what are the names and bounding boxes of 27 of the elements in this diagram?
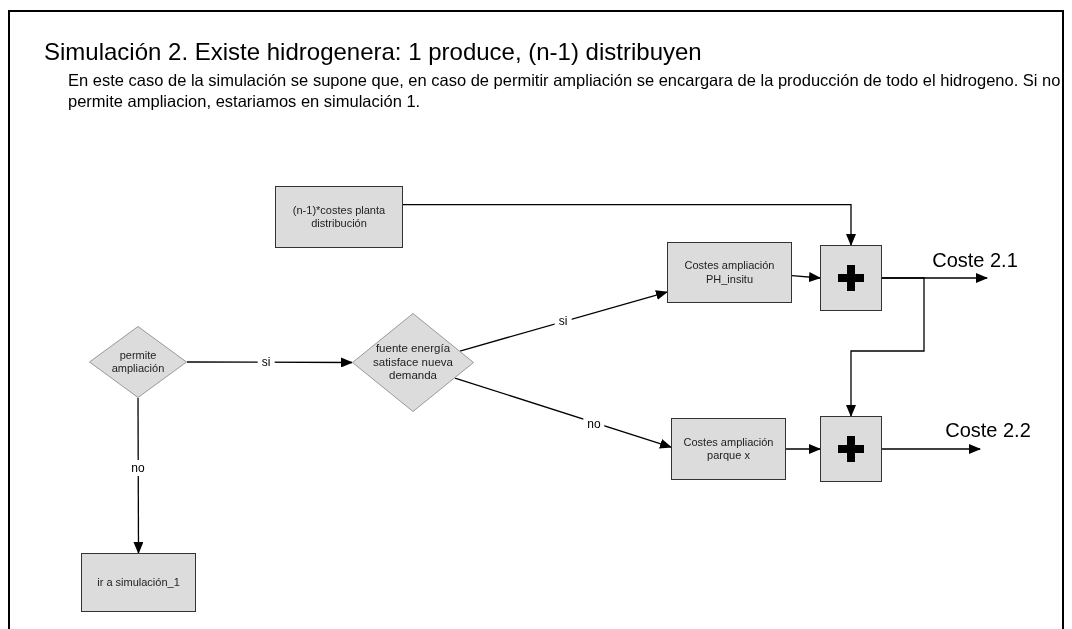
edge-label: Coste 2.2 xyxy=(944,417,1032,443)
diagram-title: Simulación 2. Existe hidrogenera: 1 produce, (n-1) distribuyen xyxy=(44,38,702,66)
edge-label: Coste 2.1 xyxy=(931,247,1019,273)
arrow xyxy=(186,357,353,368)
arrow xyxy=(785,444,821,454)
sum-block xyxy=(820,416,882,482)
node-label: (n-1)*costes planta distribución xyxy=(291,203,387,231)
process-box xyxy=(81,553,196,612)
arrow xyxy=(881,444,981,454)
process-box xyxy=(671,418,786,480)
process-box xyxy=(667,242,792,303)
sum-block xyxy=(820,245,882,311)
description-text: En este caso de la simulación se supone que, en caso de permitir ampliación se encargara de la producción de todo el hidrogeno. Si no permite ampliacion, estariamos en simulación 1. xyxy=(68,70,1062,112)
arrow xyxy=(454,377,672,449)
node-label: Costes ampliación parque x xyxy=(682,435,775,463)
arrow xyxy=(402,203,856,246)
process-box xyxy=(275,186,403,248)
node-label: Costes ampliación PH_insitu xyxy=(683,259,776,286)
node-label: fuente energía satisface nueva demanda xyxy=(372,341,454,384)
arrow xyxy=(846,277,925,417)
node-label: ir a simulación_1 xyxy=(96,575,181,590)
decision-diamond xyxy=(89,326,187,398)
arrow xyxy=(791,272,821,282)
arrow xyxy=(133,397,144,554)
arrow xyxy=(459,290,668,352)
node-label: permite ampliación xyxy=(110,348,166,376)
decision-diamond xyxy=(352,313,474,412)
